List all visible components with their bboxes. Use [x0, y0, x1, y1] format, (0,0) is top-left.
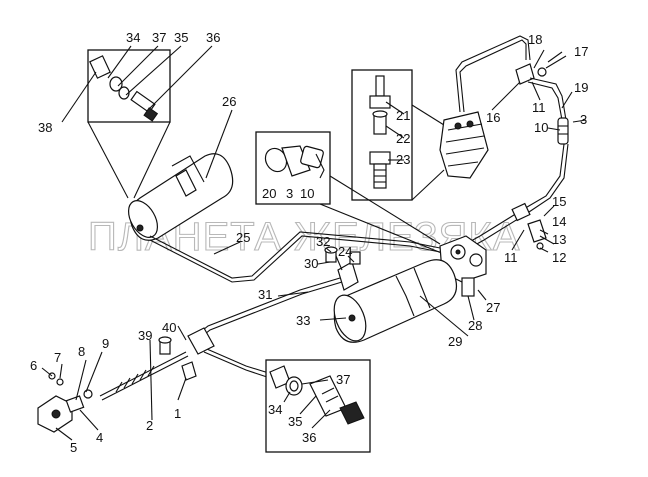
callout-31: 31 — [258, 287, 272, 302]
valve-unit — [439, 111, 489, 179]
callout-33: 33 — [296, 313, 310, 328]
callout-12: 12 — [552, 250, 566, 265]
callout-6: 6 — [30, 358, 37, 373]
callout-36-top: 36 — [206, 30, 220, 45]
callout-23: 23 — [396, 152, 410, 167]
callout-5: 5 — [70, 440, 77, 455]
callout-19: 19 — [574, 80, 588, 95]
callout-9: 9 — [102, 336, 109, 351]
callout-3-right: 3 — [580, 112, 587, 127]
callout-37-bottom: 37 — [336, 372, 350, 387]
callout-7: 7 — [54, 350, 61, 365]
callout-18: 18 — [528, 32, 542, 47]
inset-box-bottom — [265, 359, 371, 453]
callout-2: 2 — [146, 418, 153, 433]
callout-labels: 34 37 35 36 38 26 21 22 23 20 3 10 18 17… — [30, 30, 588, 455]
callout-15: 15 — [552, 194, 566, 209]
callout-3-mid: 3 — [286, 186, 293, 201]
callout-1: 1 — [174, 406, 181, 421]
callout-8: 8 — [78, 344, 85, 359]
callout-24: 24 — [338, 244, 352, 259]
air-receiver-29 — [333, 259, 457, 343]
callout-30: 30 — [304, 256, 318, 271]
callout-35-bottom: 35 — [288, 414, 302, 429]
callout-26: 26 — [222, 94, 236, 109]
callout-11-bottom: 11 — [504, 250, 518, 265]
inset-box-top-left — [87, 49, 171, 199]
fitting-group-right — [515, 55, 569, 145]
leader-lines — [41, 49, 573, 441]
callout-14: 14 — [552, 214, 566, 229]
callout-16: 16 — [486, 110, 500, 125]
callout-29: 29 — [448, 334, 462, 349]
callout-27: 27 — [486, 300, 500, 315]
callout-10-mid: 10 — [300, 186, 314, 201]
inset-box-20-3-10 — [255, 131, 331, 205]
callout-11-top: 11 — [532, 100, 546, 115]
left-bottom-assembly — [37, 327, 215, 433]
inset-box-21-23 — [351, 69, 413, 201]
callout-38: 38 — [38, 120, 52, 135]
callout-34-top: 34 — [126, 30, 140, 45]
callout-13: 13 — [552, 232, 566, 247]
callout-36-bottom: 36 — [302, 430, 316, 445]
fitting-14-13-12 — [511, 202, 555, 250]
callout-28: 28 — [468, 318, 482, 333]
callout-21: 21 — [396, 108, 410, 123]
callout-10-right: 10 — [534, 120, 548, 135]
callout-34-bottom: 34 — [268, 402, 282, 417]
callout-25: 25 — [236, 230, 250, 245]
callout-35-top: 35 — [174, 30, 188, 45]
callout-22: 22 — [396, 131, 410, 146]
callout-17: 17 — [574, 44, 588, 59]
callout-4: 4 — [96, 430, 103, 445]
callout-20: 20 — [262, 186, 276, 201]
callout-37-top: 37 — [152, 30, 166, 45]
callout-32: 32 — [316, 234, 330, 249]
callout-39: 39 — [138, 328, 152, 343]
callout-40: 40 — [162, 320, 176, 335]
